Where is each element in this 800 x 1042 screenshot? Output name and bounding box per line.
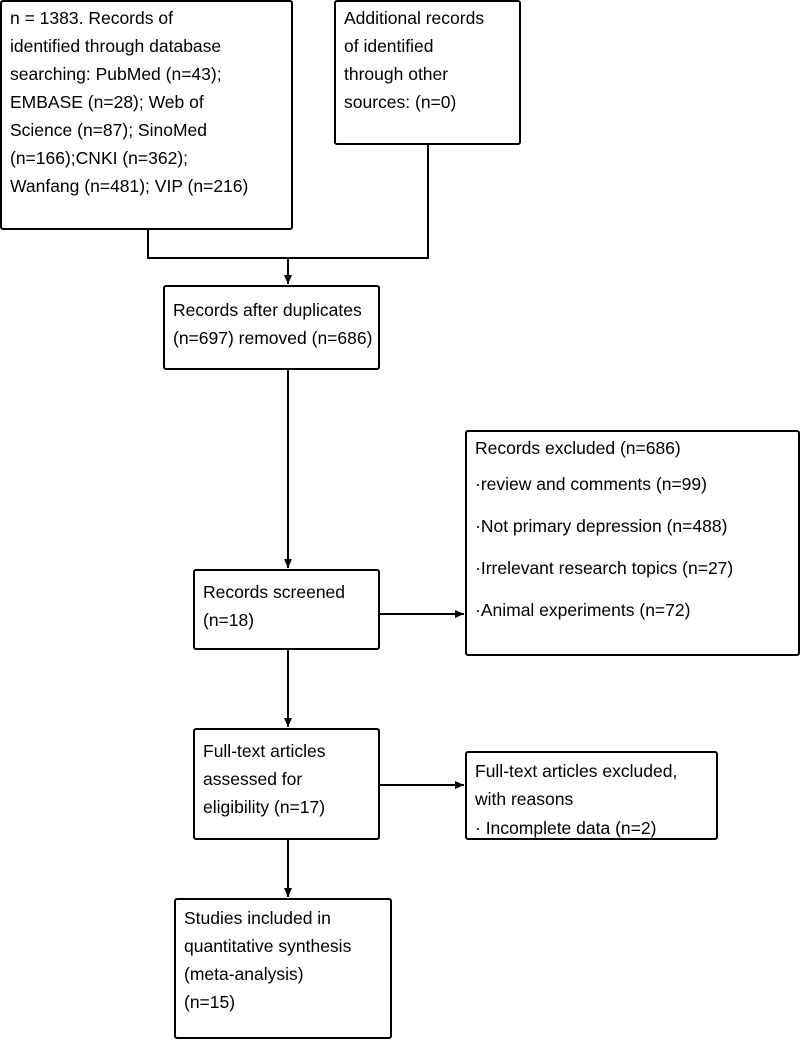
exclusion-reason: ·Animal experiments (n=72) <box>475 600 691 620</box>
included-line: (meta-analysis) <box>184 964 304 984</box>
fulltext-line: Full-text articles <box>203 741 326 761</box>
database-line: EMBASE (n=28); Web of <box>10 92 204 112</box>
fulltext-excluded-line: Full-text articles excluded, <box>475 761 678 781</box>
fulltext-line: eligibility (n=17) <box>203 797 326 817</box>
included-line: Studies included in <box>184 908 331 928</box>
database-line: Wanfang (n=481); VIP (n=216) <box>10 176 249 196</box>
studies-included-box: Studies included in quantitative synthes… <box>174 898 392 1039</box>
duplicates-removed-box: Records after duplicates (n=697) removed… <box>163 285 380 370</box>
screened-line: (n=18) <box>203 610 255 630</box>
fulltext-assessed-box: Full-text articles assessed for eligibil… <box>193 728 380 840</box>
database-line: identified through database <box>10 36 222 56</box>
database-line: Science (n=87); SinoMed <box>10 120 207 140</box>
included-line: quantitative synthesis <box>184 936 352 956</box>
fulltext-excluded-line: with reasons <box>475 789 574 809</box>
duplicates-line: Records after duplicates <box>173 300 362 320</box>
duplicates-line: (n=697) removed (n=686) <box>173 328 373 348</box>
records-excluded-box: Records excluded (n=686) ·review and com… <box>465 430 800 656</box>
exclusion-reason: ·Irrelevant research topics (n=27) <box>475 558 734 578</box>
fulltext-line: assessed for <box>203 769 303 789</box>
fulltext-excluded-line: · Incomplete data (n=2) <box>475 818 657 838</box>
included-line: (n=15) <box>184 992 236 1012</box>
database-records-box: n = 1383. Records of identified through … <box>0 0 293 230</box>
other-sources-line: Additional records <box>344 8 485 28</box>
other-sources-line: of identified <box>344 36 434 56</box>
other-sources-line: through other <box>344 64 449 84</box>
other-sources-box: Additional records of identified through… <box>334 0 521 145</box>
exclusion-reason: ·review and comments (n=99) <box>475 474 707 494</box>
screened-line: Records screened <box>203 582 346 602</box>
database-line: searching: PubMed (n=43); <box>10 64 222 84</box>
records-excluded-title: Records excluded (n=686) <box>475 438 681 458</box>
exclusion-reason: ·Not primary depression (n=488) <box>475 516 728 536</box>
database-line: n = 1383. Records of <box>10 8 173 28</box>
fulltext-excluded-box: Full-text articles excluded, with reason… <box>465 751 718 840</box>
database-line: (n=166);CNKI (n=362); <box>10 148 189 168</box>
other-sources-line: sources: (n=0) <box>344 92 457 112</box>
records-screened-box: Records screened (n=18) <box>193 569 380 650</box>
